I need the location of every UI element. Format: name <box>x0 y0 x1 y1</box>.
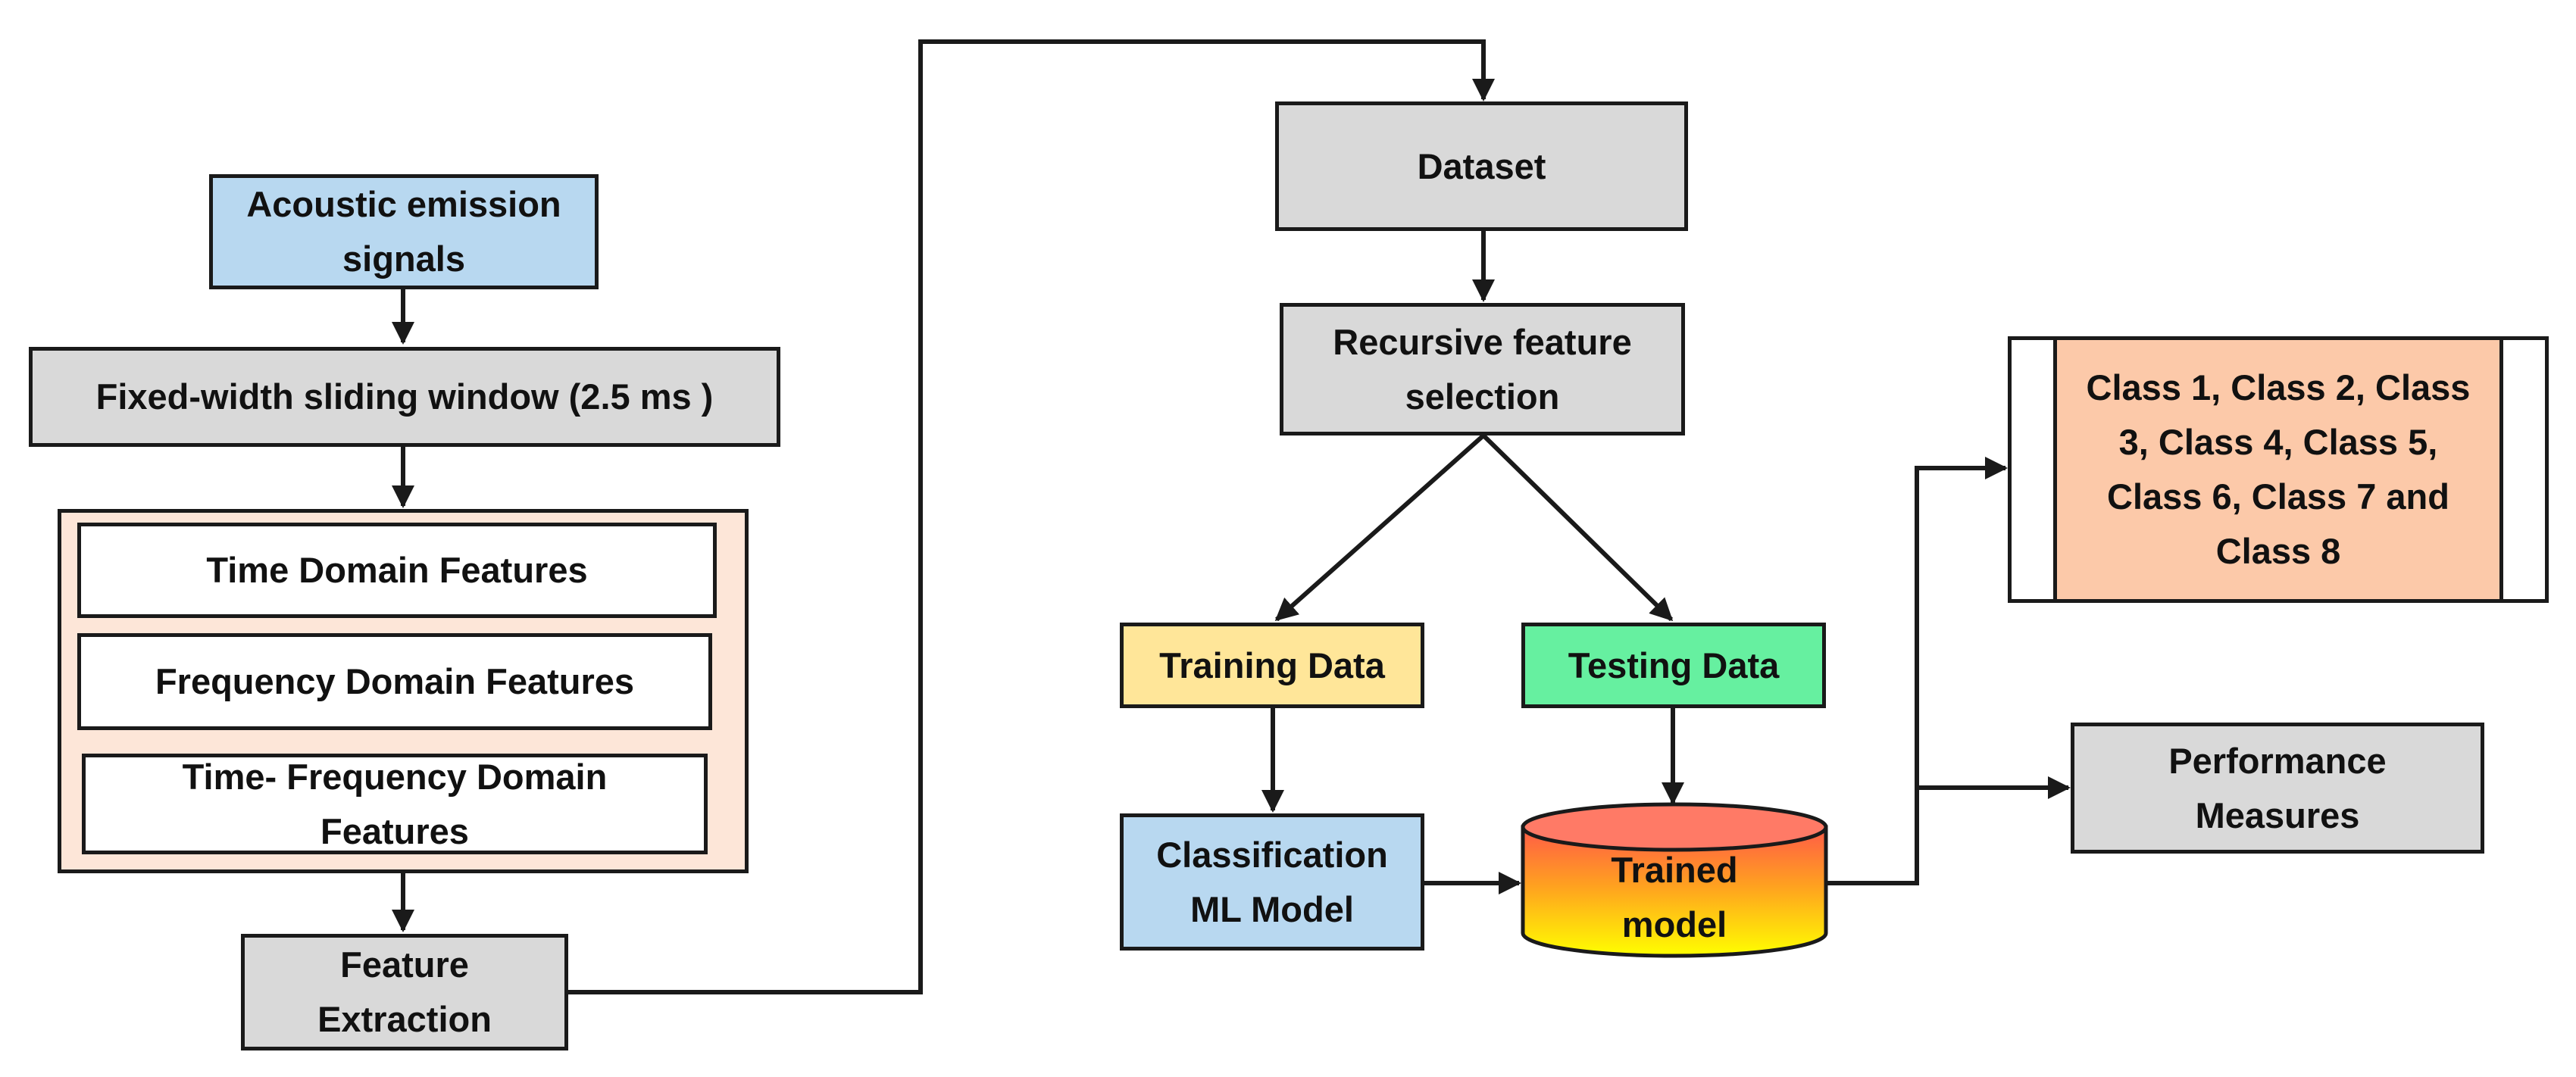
dataset-node: Dataset <box>1275 101 1688 231</box>
classes-node: Class 1, Class 2, Class 3, Class 4, Clas… <box>2008 336 2549 603</box>
acoustic-emission-node: Acoustic emission signals <box>209 174 599 289</box>
arrow-extraction-to-dataset <box>568 39 1495 994</box>
trained-model-label: Trained model <box>1611 850 1738 944</box>
feature-extraction-node: Feature Extraction <box>241 934 568 1050</box>
arrow-trained-to-classes <box>1826 457 2008 885</box>
sliding-window-node: Fixed-width sliding window (2.5 ms ) <box>29 347 780 447</box>
time-frequency-domain-node: Time- Frequency Domain Features <box>82 754 708 854</box>
trained-model-cylinder <box>1521 802 1828 958</box>
recursive-feature-selection-node: Recursive feature selection <box>1280 303 1685 435</box>
testing-data-node: Testing Data <box>1521 623 1826 708</box>
classification-ml-model-node: Classification ML Model <box>1120 813 1424 951</box>
arrow-rfe-to-training <box>1274 433 1485 622</box>
training-data-node: Training Data <box>1120 623 1424 708</box>
arrow-rfe-to-testing <box>1481 433 1674 622</box>
frequency-domain-node: Frequency Domain Features <box>77 633 712 730</box>
classes-label: Class 1, Class 2, Class 3, Class 4, Clas… <box>2053 340 2503 599</box>
time-domain-node: Time Domain Features <box>77 523 717 618</box>
performance-measures-node: Performance Measures <box>2071 723 2484 854</box>
